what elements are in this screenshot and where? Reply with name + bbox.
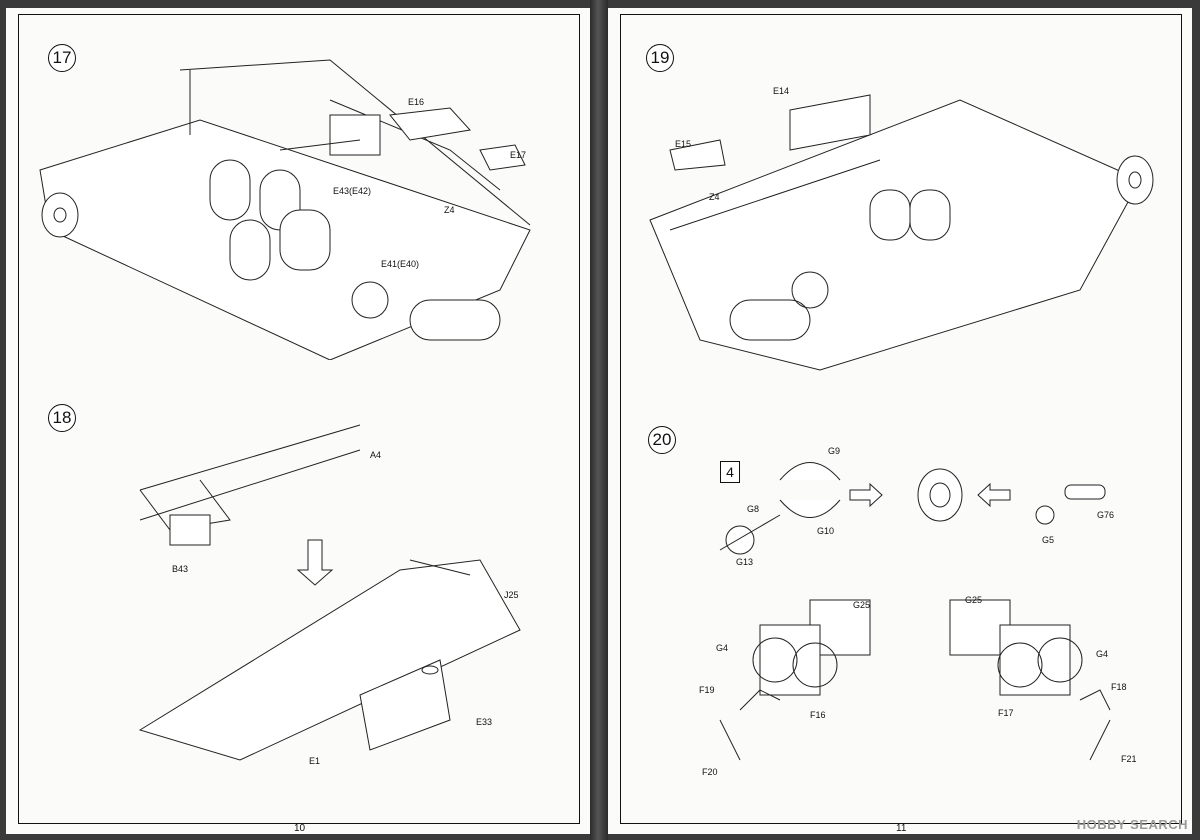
part-label-g13: G13 <box>736 557 754 567</box>
part-label-f17: F17 <box>998 708 1014 718</box>
step-17-hull-illustration <box>30 40 550 360</box>
part-label-f21: F21 <box>1121 754 1137 764</box>
page-frame-left <box>18 14 580 824</box>
quantity-badge: 4 <box>720 461 740 483</box>
part-label-g5: G5 <box>1042 535 1055 545</box>
part-label-e33: E33 <box>476 717 493 727</box>
part-label-e43: E43(E42) <box>333 186 372 196</box>
step-18-plate-illustration <box>130 420 530 780</box>
step-18-number: 18 <box>48 404 76 432</box>
part-label-e41: E41(E40) <box>381 259 420 269</box>
part-label-e1: E1 <box>309 756 321 766</box>
part-label-f19: F19 <box>699 685 715 695</box>
part-label-e17: E17 <box>510 150 527 160</box>
part-label-g25-right: G25 <box>965 595 983 605</box>
page-number-left: 10 <box>294 823 306 834</box>
part-label-e16: E16 <box>408 97 425 107</box>
part-label-g4-right: G4 <box>1096 649 1109 659</box>
part-label-j25: J25 <box>504 590 519 600</box>
part-label-b43: B43 <box>172 564 189 574</box>
page-frame-right <box>620 14 1182 824</box>
part-label-z4-right: Z4 <box>709 192 720 202</box>
part-label-g25-left: G25 <box>853 600 871 610</box>
part-label-g76: G76 <box>1097 510 1115 520</box>
part-label-g8: G8 <box>747 504 760 514</box>
part-label-z4: Z4 <box>444 205 455 215</box>
part-label-e14: E14 <box>773 86 790 96</box>
part-label-f18: F18 <box>1111 682 1127 692</box>
part-label-f16: F16 <box>810 710 826 720</box>
step-20-wheel-illustration <box>700 440 1140 580</box>
step-17-number: 17 <box>48 44 76 72</box>
part-label-a4: A4 <box>370 450 382 460</box>
page-number-right: 11 <box>896 823 907 834</box>
step-19-number: 19 <box>646 44 674 72</box>
step-20-number: 20 <box>648 426 676 454</box>
part-label-g9: G9 <box>828 446 841 456</box>
book-gutter <box>590 0 608 840</box>
part-label-g10: G10 <box>817 526 835 536</box>
part-label-e15: E15 <box>675 139 692 149</box>
part-label-f20: F20 <box>702 767 718 777</box>
step-19-hull-illustration <box>640 40 1160 380</box>
watermark-logo: HOBBY SEARCH <box>1076 817 1188 832</box>
part-label-g4-left: G4 <box>716 643 729 653</box>
step-20-lights-illustration <box>700 590 1140 780</box>
